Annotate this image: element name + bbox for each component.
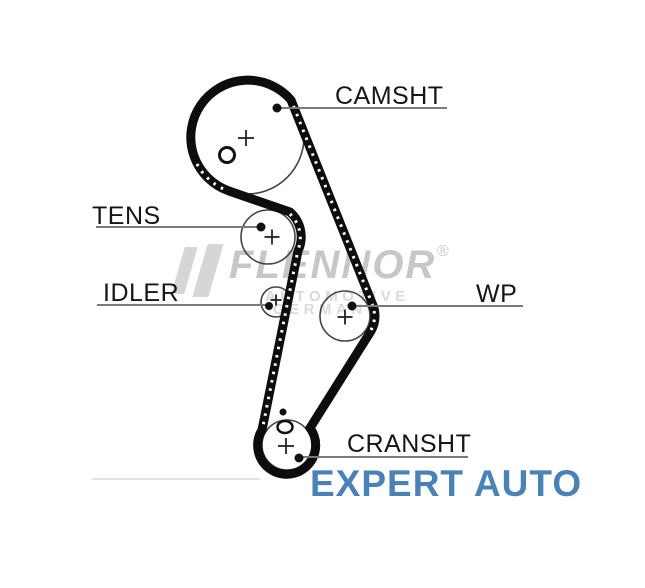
expert-auto-logo: EXPERT AUTO bbox=[310, 463, 583, 504]
idler-cross-icon bbox=[270, 294, 282, 306]
idler-anchor-dot bbox=[265, 302, 273, 310]
tensioner-anchor-dot bbox=[256, 222, 266, 232]
label-tensioner: TENS bbox=[92, 202, 161, 230]
water-pump-pulley bbox=[319, 290, 371, 342]
label-idler: IDLER bbox=[103, 279, 180, 307]
camshaft-anchor-dot bbox=[272, 103, 282, 113]
belt-teeth bbox=[195, 105, 376, 427]
camshaft-hole-icon bbox=[218, 146, 236, 164]
crankshaft-cross-icon bbox=[278, 438, 294, 454]
timing-belt bbox=[186, 75, 380, 479]
crankshaft-mark-dot bbox=[279, 408, 287, 416]
watermark-brand: FLENNOR bbox=[229, 243, 437, 287]
water-pump-anchor-dot bbox=[347, 301, 357, 311]
center-cross-icons bbox=[238, 130, 353, 454]
leader-dots bbox=[256, 103, 357, 463]
registered-trademark-icon: ® bbox=[437, 243, 449, 260]
label-water-pump: WP bbox=[476, 280, 518, 308]
water-pump-cross-icon bbox=[337, 309, 353, 325]
tensioner-pulley bbox=[240, 209, 296, 265]
leader-lines bbox=[96, 107, 523, 458]
label-crankshaft: CRANSHT bbox=[347, 430, 472, 458]
watermark-underline bbox=[92, 478, 260, 480]
crankshaft-key-icon bbox=[276, 419, 294, 435]
tensioner-cross-icon bbox=[264, 229, 280, 245]
crankshaft-anchor-dot bbox=[294, 453, 304, 463]
camshaft-cross-icon bbox=[238, 130, 254, 146]
label-camshaft: CAMSHT bbox=[335, 82, 444, 110]
